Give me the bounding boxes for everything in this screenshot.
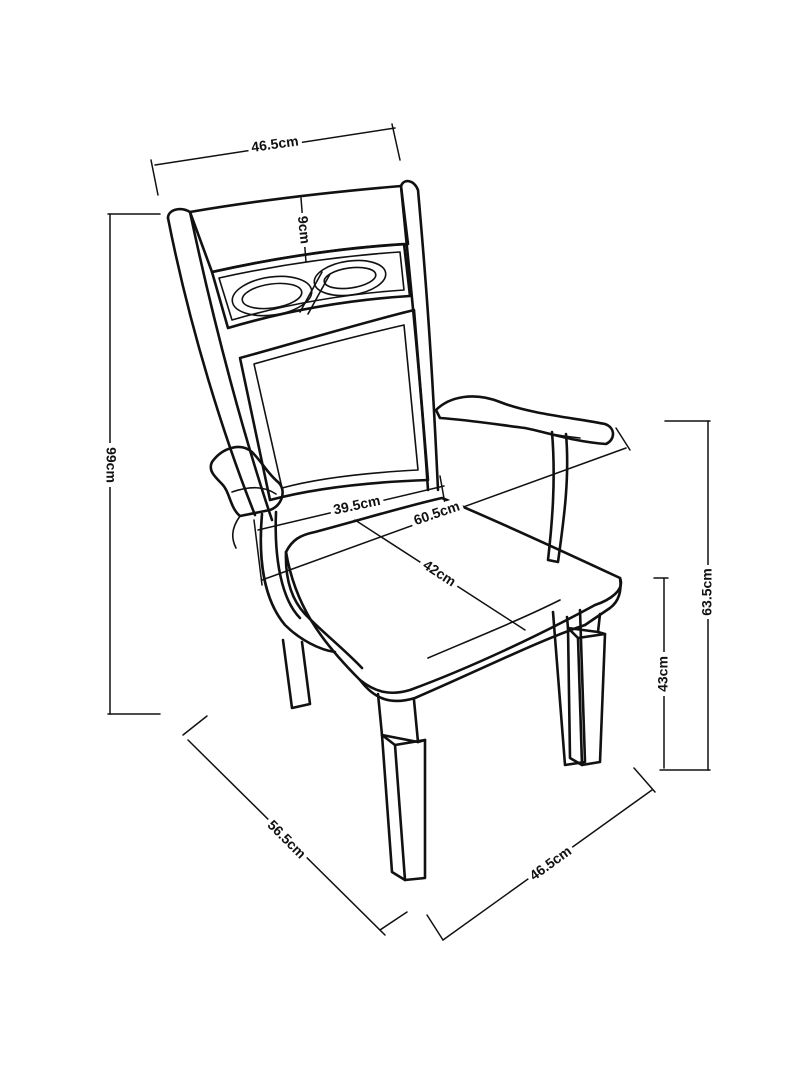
back-legs [281, 608, 587, 767]
right-armrest [434, 395, 615, 564]
chair-drawing [166, 179, 623, 882]
front-legs [376, 612, 607, 882]
label-seat-height: 43cm [655, 656, 671, 692]
label-top-width: 46.5cm [250, 132, 299, 154]
label-total-height: 99cm [103, 447, 119, 483]
label-base-depth: 56.5cm [264, 817, 309, 862]
left-armrest [209, 445, 337, 654]
back-panel [238, 308, 430, 502]
lattice-panel [210, 242, 412, 330]
label-crest-height: 9cm [295, 215, 314, 245]
label-arm-height: 63.5cm [699, 568, 715, 615]
seat [284, 496, 623, 703]
